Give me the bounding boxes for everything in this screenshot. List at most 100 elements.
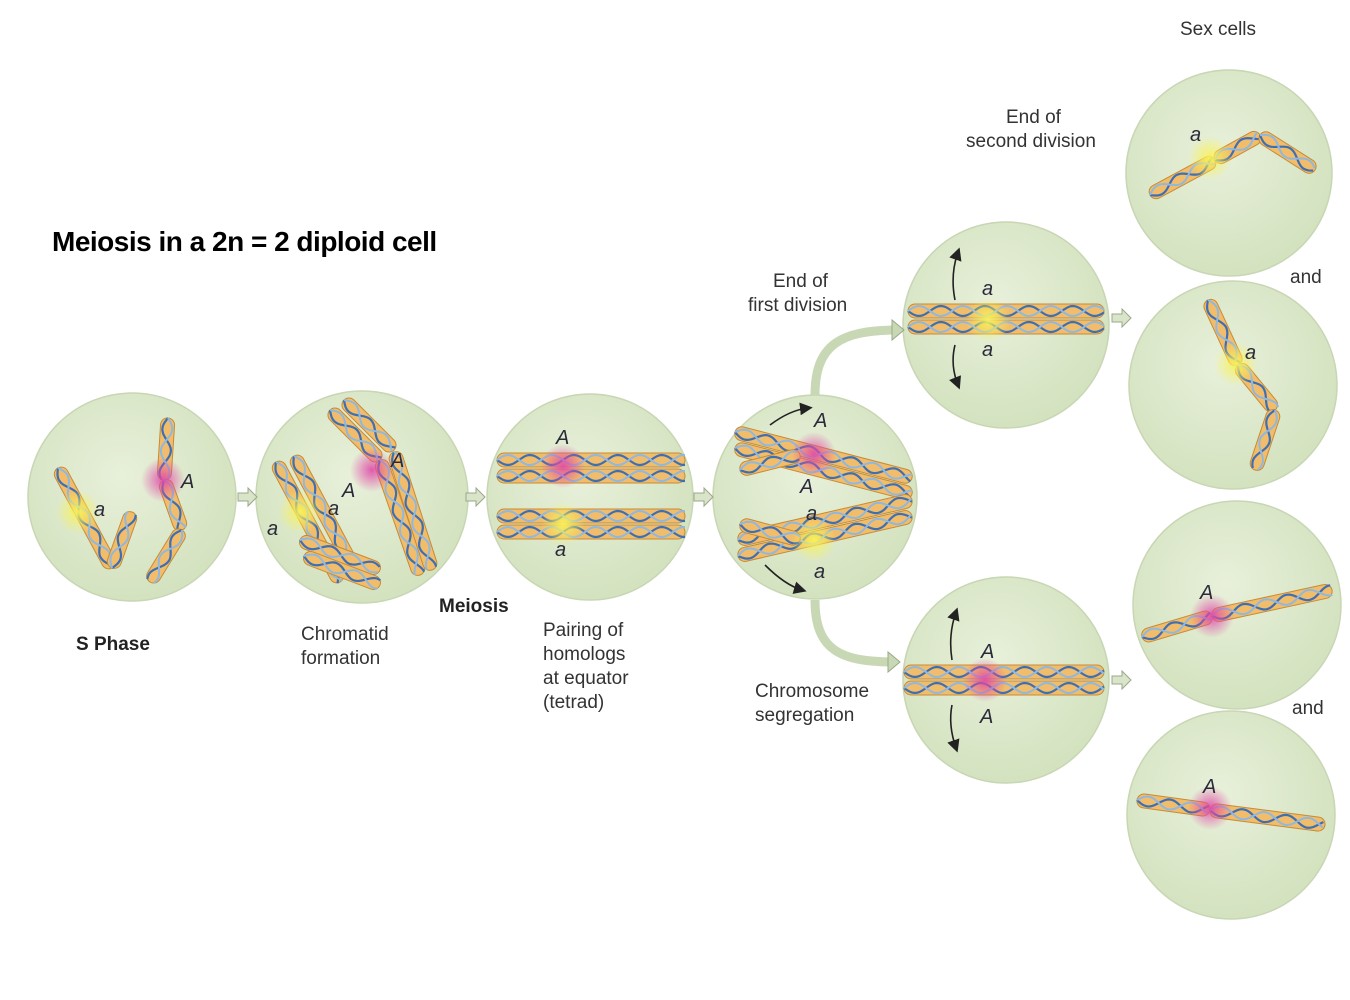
allele-label: a [982,278,993,300]
allele-A-centromere [963,658,1007,702]
allele-label: a [94,499,105,521]
allele-label: A [390,450,404,472]
arrowhead-icon [887,650,901,674]
chromatid [496,452,686,468]
dna-strand [739,523,800,545]
dna-strand [496,509,686,523]
cell [27,392,237,602]
dna-strand [496,525,686,539]
allele-label: A [799,476,813,498]
dna-strand [393,451,431,570]
allele-label: a [555,539,566,561]
pairing-label-line2: homologs [543,644,626,665]
allele-label: a [1190,124,1201,146]
dna-strand [1251,409,1276,469]
chromatid [739,449,801,476]
allele-a-centromere [966,298,1010,342]
curved-arrow-icon [810,325,899,396]
dna-strand [496,509,686,523]
dna-strand [496,453,686,467]
dna-strand [146,528,183,580]
chromosome-segregation-label-line1: Chromosome [755,681,870,702]
allele-label: A [555,427,569,449]
allele-A-centromere [1190,594,1234,638]
allele-a-centromere [541,502,585,546]
chromatid-formation-label-line2: formation [301,648,381,669]
end-first-division-label-line2: first division [748,295,848,316]
movement-arrow-icon [769,402,813,426]
sex-cells-label: Sex cells [1180,19,1257,40]
and-label-top: and [1290,267,1322,288]
and-label-bottom: and [1292,698,1324,719]
chromatid [1249,409,1281,471]
step-arrow-icon [693,486,714,508]
chromatid [341,397,397,453]
dna-strand [391,451,438,567]
allele-label: a [1245,342,1256,364]
dna-strand [739,520,802,539]
chromatid-formation-label-line1: Chromatid [301,624,389,645]
movement-arrow-icon [949,344,961,390]
dna-strand [153,529,184,584]
step-arrow-icon [237,486,258,508]
dna-strand [299,539,381,568]
chromatid [496,524,686,540]
dna-strand [907,304,1105,318]
dna-strand [496,469,686,483]
chromatid [388,451,438,571]
dna-strand [739,450,798,471]
dna-strand [1259,133,1316,169]
centromere-glows-layer [56,136,1258,830]
diagram-title: Meiosis in a 2n = 2 diploid cell [52,226,437,257]
curved-arrow-icon [810,599,895,667]
allele-A-centromere [541,444,585,488]
allele-label: A [980,641,994,663]
allele-a-centromere [1188,136,1232,180]
allele-a-centromere [56,490,100,534]
allele-A-centromere [141,458,185,502]
movement-arrow-icon [949,247,962,301]
pairing-label-line4: (tetrad) [543,692,605,713]
allele-label: a [814,561,825,583]
step-arrow-icon [465,486,486,508]
allele-A-centromere [792,432,836,476]
s-phase-label: S Phase [76,634,150,655]
allele-label: a [267,518,278,540]
dna-strand [496,453,686,467]
chromatid [299,534,381,576]
dna-strand [903,665,1105,679]
cell [486,393,694,601]
cell [1125,69,1333,277]
chromatid [1258,131,1317,174]
arrowhead-icon [891,318,905,342]
dna-strand [299,537,378,574]
dna-strand [343,399,393,452]
allele-label: A [813,410,827,432]
chromatid [146,528,186,584]
dna-strand [1258,134,1314,172]
meiosis-label: Meiosis [439,596,509,617]
movement-arrow-icon [764,564,807,594]
dna-strand [739,455,800,474]
dna-strand [109,511,130,569]
allele-label: A [1202,776,1216,798]
dna-strand [903,681,1105,695]
chromatid [106,511,138,569]
allele-a-centromere [278,490,322,534]
allele-A-centromere [350,448,394,492]
chromosome-segregation-label-line2: segregation [755,705,855,726]
chromatid [303,550,381,591]
dna-strand [496,525,686,539]
dna-strand [1257,409,1278,471]
allele-label: A [979,706,993,728]
movement-arrow-icon [947,607,960,661]
step-arrow-icon [1111,669,1132,691]
allele-label: a [806,503,817,525]
cells-layer [27,69,1342,920]
allele-label: A [1199,582,1213,604]
end-second-division-label-line1: End of [1006,107,1061,128]
allele-A-centromere [1188,786,1232,830]
end-second-division-label-line2: second division [966,131,1096,152]
